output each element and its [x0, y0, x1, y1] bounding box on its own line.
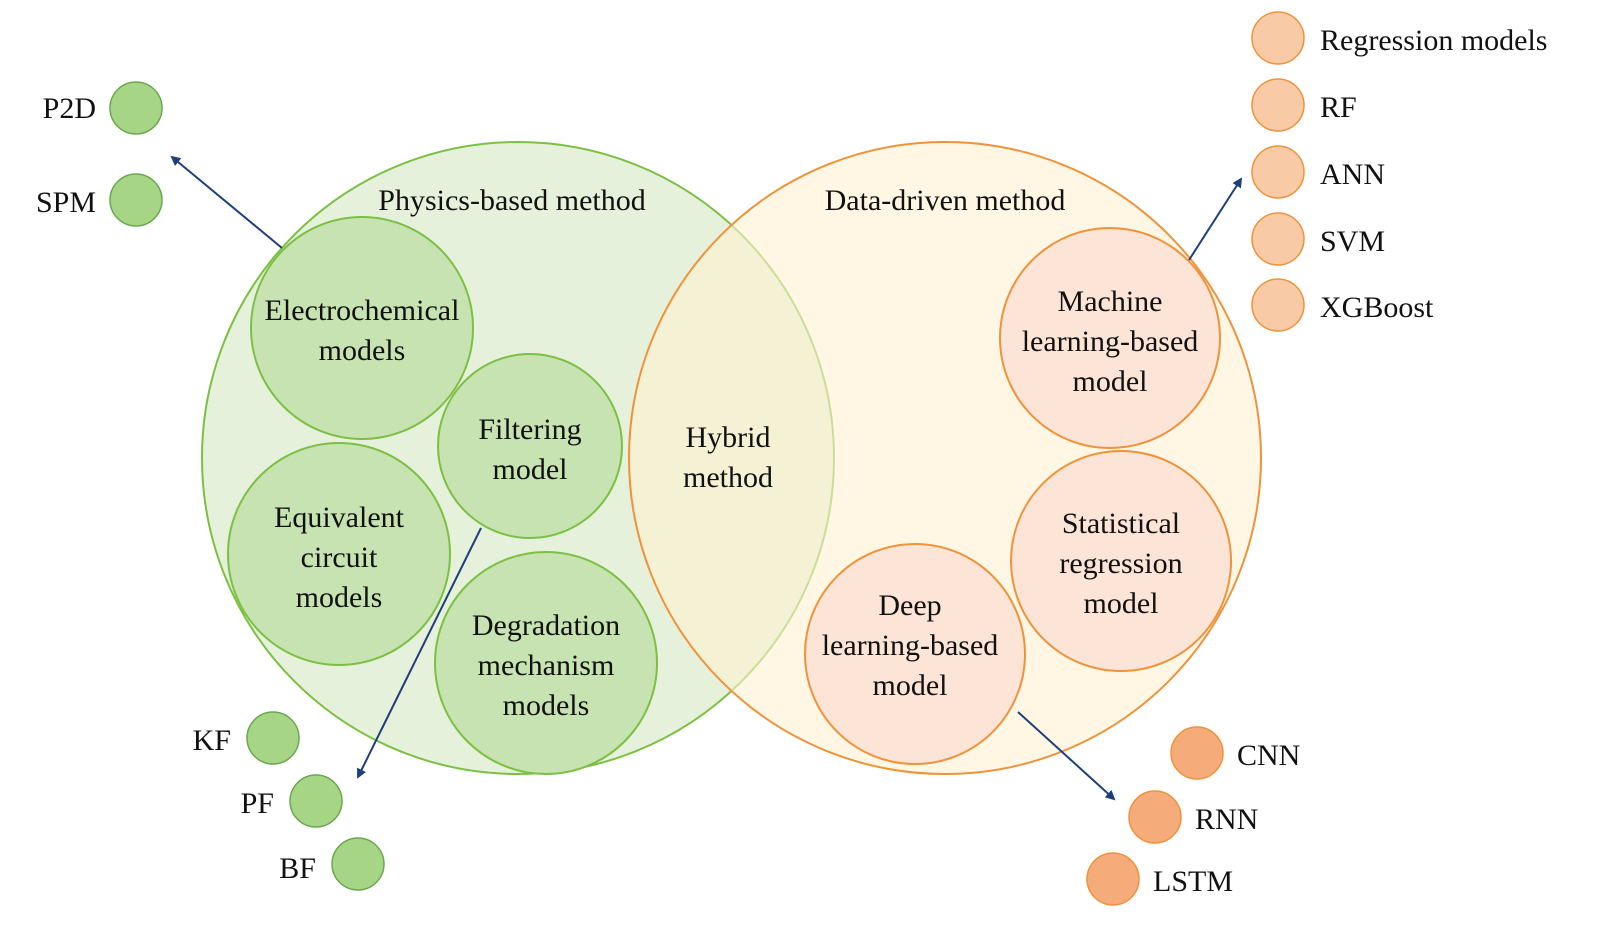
example-label: KF: [193, 724, 231, 757]
dl-line-2: learning-based: [822, 629, 999, 662]
statistical-line-3: model: [1084, 587, 1159, 620]
example-label: BF: [279, 852, 316, 885]
electrochemical-line-2: models: [319, 334, 406, 367]
filtering-model-node: Filtering model: [437, 353, 623, 539]
deep-learning-model-node: Deep learning-based model: [804, 543, 1026, 765]
data-driven-title: Data-driven method: [825, 184, 1066, 217]
example-label: RNN: [1195, 803, 1258, 836]
deep-learning-arrow: [1017, 711, 1116, 801]
dl-line-1: Deep: [878, 589, 941, 622]
example-label: Regression models: [1320, 24, 1547, 57]
example-bf: BF: [279, 837, 385, 891]
degradation-line-2: mechanism: [478, 649, 615, 682]
statistical-regression-model-node: Statistical regression model: [1010, 450, 1232, 672]
filtering-line-2: model: [493, 453, 568, 486]
example-p2d: P2D: [43, 81, 163, 135]
example-label: LSTM: [1153, 865, 1233, 898]
example-cnn: CNN: [1170, 726, 1300, 780]
degradation-mechanism-models-node: Degradation mechanism models: [434, 551, 658, 775]
example-label: XGBoost: [1320, 291, 1434, 324]
example-label: RF: [1320, 91, 1357, 124]
filtering-arrow: [357, 527, 482, 779]
statistical-line-1: Statistical: [1062, 507, 1180, 540]
physics-based-title: Physics-based method: [378, 184, 645, 217]
machine-learning-arrow: [1188, 177, 1243, 261]
example-pf: PF: [241, 774, 343, 828]
example-kf: KF: [193, 711, 300, 765]
dl-line-3: model: [873, 669, 948, 702]
degradation-line-3: models: [503, 689, 590, 722]
degradation-line-1: Degradation: [472, 609, 620, 642]
example-label: PF: [241, 787, 274, 820]
example-svm: SVM: [1251, 212, 1385, 266]
example-label: CNN: [1237, 739, 1300, 772]
hybrid-line-2: method: [683, 461, 773, 494]
equivalent-line-2: circuit: [301, 541, 378, 574]
example-ann: ANN: [1251, 145, 1385, 199]
example-label: SVM: [1320, 225, 1385, 258]
example-xgboost: XGBoost: [1251, 278, 1434, 332]
electrochemical-models-node: Electrochemical models: [250, 216, 474, 440]
example-lstm: LSTM: [1086, 852, 1233, 906]
example-rf: RF: [1251, 78, 1357, 132]
statistical-line-2: regression: [1059, 547, 1182, 580]
ml-line-1: Machine: [1058, 285, 1163, 318]
electrochemical-line-1: Electrochemical: [265, 294, 460, 327]
ml-line-3: model: [1073, 365, 1148, 398]
filtering-line-1: Filtering: [478, 413, 581, 446]
hybrid-line-1: Hybrid: [686, 421, 771, 454]
equivalent-circuit-models-node: Equivalent circuit models: [227, 442, 451, 666]
equivalent-line-1: Equivalent: [274, 501, 405, 534]
example-rnn: RNN: [1128, 790, 1258, 844]
example-label: SPM: [36, 186, 96, 219]
machine-learning-model-node: Machine learning-based model: [999, 227, 1221, 449]
equivalent-line-3: models: [296, 581, 383, 614]
electrochemical-arrow: [170, 155, 283, 249]
example-regression-models: Regression models: [1251, 11, 1547, 65]
example-label: ANN: [1320, 158, 1385, 191]
ml-line-2: learning-based: [1022, 325, 1199, 358]
example-label: P2D: [43, 92, 96, 125]
example-spm: SPM: [36, 173, 163, 227]
